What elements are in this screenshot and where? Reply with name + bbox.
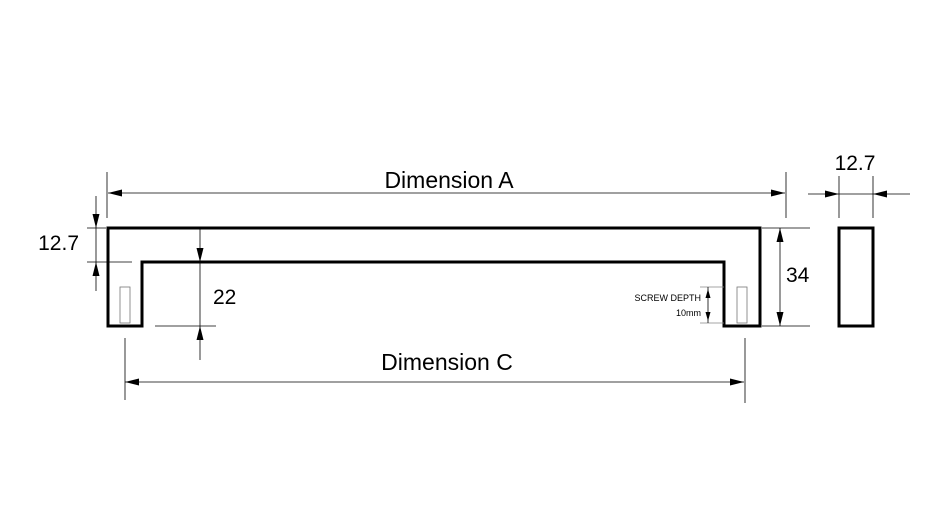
dimension-a-line: Dimension A [106,167,787,218]
thickness-left-label: 12.7 [38,232,79,255]
overall-height-dimension: 34 [762,227,810,327]
inner-height-label: 22 [213,286,236,309]
inner-height-dimension: 22 [155,228,236,360]
thickness-side-dimension: 12.7 [808,152,910,218]
right-screw-hole [736,286,748,324]
left-screw-hole [119,286,131,324]
screw-depth-label: SCREW DEPTH [634,293,701,303]
dimension-c-line: Dimension C [124,338,746,403]
thickness-side-label: 12.7 [835,152,876,175]
dimension-a-label: Dimension A [384,167,514,193]
dimension-c-label: Dimension C [381,349,513,375]
screw-depth-dimension: SCREW DEPTH 10mm [634,286,724,324]
screw-depth-value: 10mm [676,308,701,318]
overall-height-label: 34 [786,264,810,287]
handle-front-view [106,226,762,328]
thickness-left-dimension: 12.7 [38,196,132,291]
handle-side-view [837,226,875,328]
